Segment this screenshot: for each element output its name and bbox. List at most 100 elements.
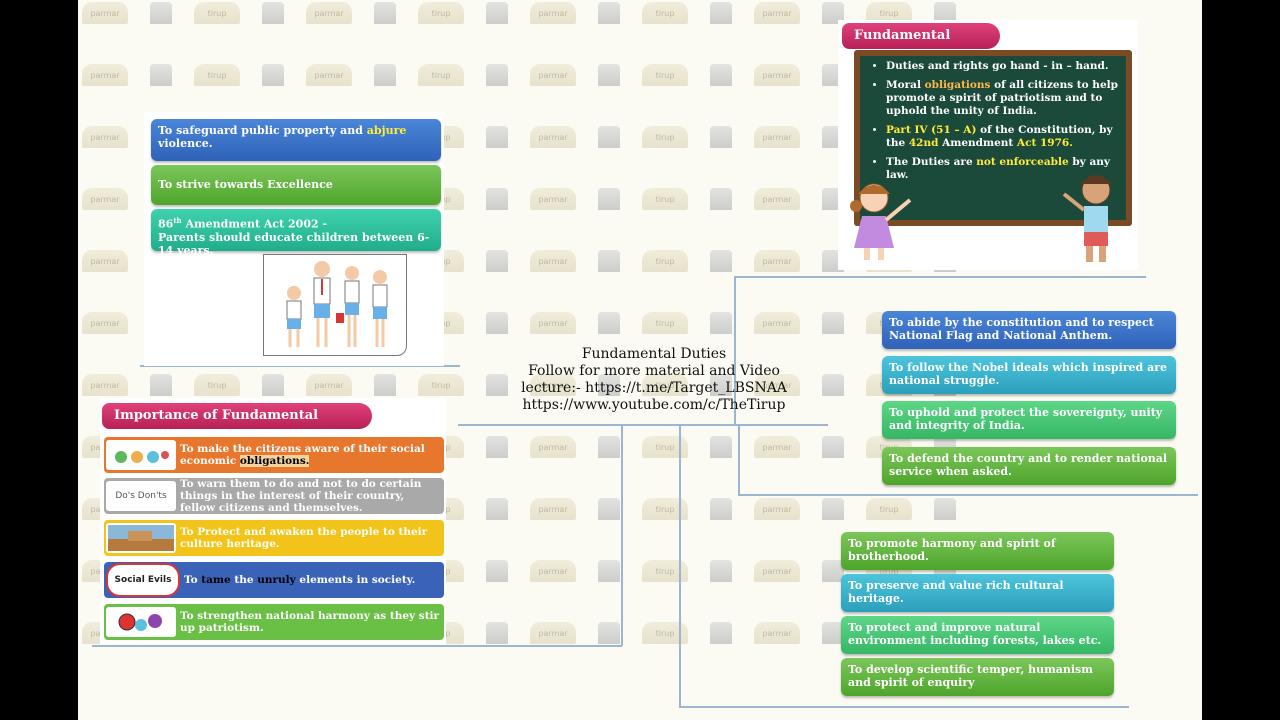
watermark-logo: tirup (866, 498, 912, 520)
connector-line (140, 365, 460, 367)
connector-line (458, 424, 828, 426)
watermark-book-icon (598, 312, 620, 334)
watermark-logo: tirup (418, 374, 464, 396)
watermark-logo: parmar (530, 622, 576, 644)
watermark-logo: tirup (866, 2, 912, 24)
duty-box-noble-ideals: To follow the Nobel ideals which inspire… (882, 356, 1176, 394)
heritage-thumb-icon (106, 523, 176, 553)
watermark-book-icon (822, 622, 844, 644)
duty-box-environment: To protect and improve natural environme… (841, 616, 1114, 654)
watermark-book-icon (486, 312, 508, 334)
watermark-logo: parmar (530, 312, 576, 334)
watermark-book-icon (486, 2, 508, 24)
connector-line (679, 706, 1129, 708)
watermark-book-icon (486, 64, 508, 86)
watermark-book-icon (710, 560, 732, 582)
school-children-icon (263, 254, 407, 356)
watermark-book-icon (486, 126, 508, 148)
watermark-book-icon (598, 64, 620, 86)
duty-box-excellence: To strive towards Excellence (151, 165, 441, 205)
watermark-logo: tirup (642, 436, 688, 458)
importance-row-unruly: Social Evils To tame the unruly elements… (104, 562, 444, 598)
watermark-logo: parmar (306, 374, 352, 396)
harmony-thumb-icon (106, 607, 176, 637)
dos-donts-icon: Do's Don'ts (106, 481, 176, 511)
center-title: Fundamental Duties (581, 346, 727, 362)
watermark-book-icon (150, 64, 172, 86)
duty-box-brotherhood: To promote harmony and spirit of brother… (841, 532, 1114, 570)
watermark-logo: parmar (754, 622, 800, 644)
watermark-book-icon (822, 374, 844, 396)
watermark-logo: tirup (642, 498, 688, 520)
watermark-logo: parmar (754, 250, 800, 272)
watermark-book-icon (598, 498, 620, 520)
watermark-logo: parmar (82, 374, 128, 396)
watermark-book-icon (598, 622, 620, 644)
watermark-logo: tirup (642, 374, 688, 396)
board-point: Part IV (51 – A) of the Constitution, by… (886, 124, 1118, 150)
watermark-book-icon (710, 312, 732, 334)
board-point: The Duties are not enforceable by any la… (886, 156, 1118, 182)
watermark-book-icon (486, 560, 508, 582)
watermark-book-icon (822, 498, 844, 520)
duty-box-cultural-heritage: To preserve and value rich cultural heri… (841, 574, 1114, 612)
watermark-book-icon (710, 622, 732, 644)
watermark-logo: tirup (642, 250, 688, 272)
watermark-book-icon (822, 2, 844, 24)
duty-box-abide-constitution: To abide by the constitution and to resp… (882, 311, 1176, 349)
awareness-thumb-icon (106, 440, 176, 470)
watermark-logo: tirup (418, 2, 464, 24)
boy-cartoon-icon (1062, 175, 1112, 262)
watermark-book-icon (934, 498, 956, 520)
watermark-logo: parmar (754, 126, 800, 148)
connector-line (621, 424, 623, 646)
duty-box-scientific-temper: To develop scientific temper, humanism a… (841, 658, 1114, 696)
social-evils-icon: Social Evils (106, 563, 180, 597)
girl-cartoon-icon (850, 183, 912, 260)
board-point: Moral obligations of all citizens to hel… (886, 79, 1118, 118)
watermark-book-icon (822, 312, 844, 334)
watermark-logo: parmar (306, 2, 352, 24)
watermark-logo: parmar (306, 64, 352, 86)
watermark-book-icon (598, 374, 620, 396)
connector-line (738, 424, 740, 496)
watermark-book-icon (710, 188, 732, 210)
importance-tag: Importance of Fundamental Duties (102, 403, 372, 449)
watermark-book-icon (934, 2, 956, 24)
duty-box-sovereignty: To uphold and protect the sovereignty, u… (882, 401, 1176, 439)
importance-row-awareness: To make the citizens aware of their soci… (104, 437, 444, 473)
watermark-book-icon (262, 2, 284, 24)
duty-box-defend-country: To defend the country and to render nati… (882, 447, 1176, 485)
center-subtitle: Follow for more material and Video (528, 363, 780, 379)
importance-row-harmony: To strengthen national harmony as they s… (104, 604, 444, 640)
watermark-book-icon (710, 436, 732, 458)
watermark-book-icon (486, 622, 508, 644)
fundamental-duties-tag: Fundamental Duties (842, 23, 1000, 69)
watermark-logo: tirup (642, 2, 688, 24)
watermark-book-icon (598, 560, 620, 582)
importance-row-heritage: To Protect and awaken the people to thei… (104, 520, 444, 556)
watermark-logo: parmar (530, 498, 576, 520)
watermark-logo: parmar (530, 2, 576, 24)
connector-line (734, 276, 736, 426)
watermark-book-icon (710, 498, 732, 520)
watermark-logo: parmar (754, 560, 800, 582)
watermark-logo: parmar (530, 560, 576, 582)
watermark-logo: parmar (82, 2, 128, 24)
watermark-logo: tirup (194, 64, 240, 86)
center-title-block: Fundamental Duties Follow for more mater… (504, 346, 804, 414)
chalkboard: Duties and rights go hand - in – hand. M… (854, 50, 1132, 226)
board-point: Duties and rights go hand - in – hand. (886, 60, 1118, 73)
watermark-book-icon (710, 250, 732, 272)
watermark-book-icon (374, 64, 396, 86)
telegram-link[interactable]: lecture:- https://t.me/Target_LBSNAA (521, 380, 787, 396)
watermark-logo: parmar (754, 312, 800, 334)
youtube-link[interactable]: https://www.youtube.com/c/TheTirup (522, 397, 786, 413)
watermark-logo: parmar (82, 312, 128, 334)
watermark-book-icon (598, 188, 620, 210)
watermark-book-icon (150, 374, 172, 396)
watermark-logo: tirup (418, 64, 464, 86)
watermark-book-icon (710, 374, 732, 396)
watermark-logo: tirup (642, 188, 688, 210)
